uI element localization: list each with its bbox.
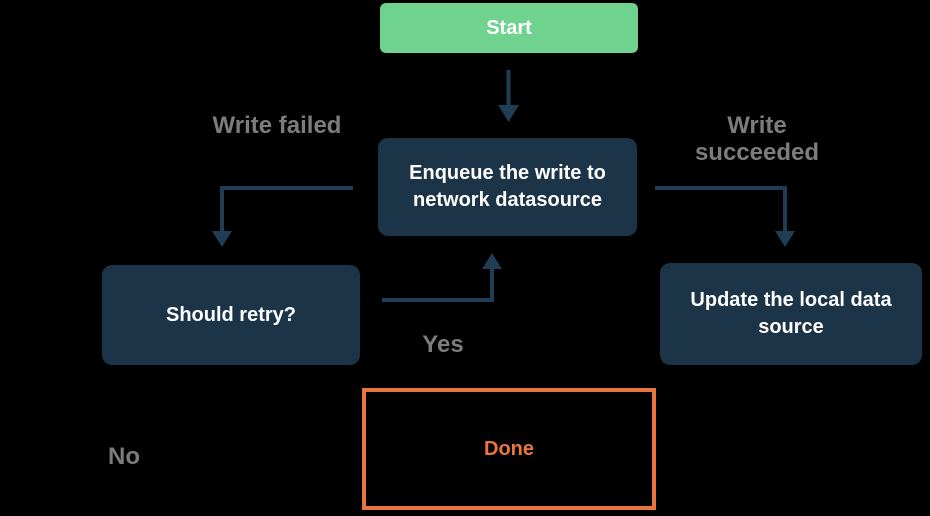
node-update-local-label: Update the local data source [690, 289, 892, 338]
edge-label-yes: Yes [422, 331, 464, 358]
node-enqueue: Enqueue the write to network datasource [378, 138, 637, 236]
arrow-enqueue-to-should-retry [212, 186, 353, 247]
node-done-label: Done [484, 437, 534, 460]
node-start-label: Start [486, 16, 532, 39]
node-should-retry-label: Should retry? [165, 303, 296, 326]
arrow-enqueue-to-update-local [655, 186, 795, 247]
edge-label-write-succeeded: Write succeeded [694, 112, 820, 166]
node-should-retry: Should retry? [102, 265, 360, 365]
node-update-local: Update the local data source [660, 263, 922, 365]
arrow-start-to-enqueue [498, 70, 519, 122]
node-start: Start [380, 3, 638, 53]
arrow-should-retry-to-enqueue [382, 253, 502, 302]
edge-label-write-failed: Write failed [212, 112, 342, 139]
edge-label-no: No [108, 443, 140, 470]
node-enqueue-label: Enqueue the write to network datasource [409, 162, 606, 211]
node-done: Done [362, 388, 656, 510]
